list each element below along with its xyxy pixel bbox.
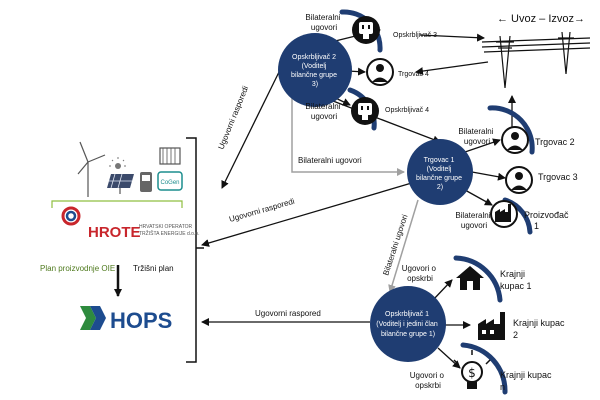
svg-text:CoGen: CoGen: [160, 180, 179, 186]
house-icon: [456, 266, 484, 290]
svg-text:HRVATSKI OPERATOR: HRVATSKI OPERATOR: [139, 224, 193, 230]
svg-text:Opskrbljivač 1 (Voditelj: Opskrbljivač 1 (Voditelj i jedini član b…: [376, 311, 439, 338]
bilateral-contracts-label: Bilateralni ugovori: [455, 211, 492, 230]
bracket: [186, 137, 204, 363]
end-customer1-label: Krajnji kupac 1: [500, 269, 532, 291]
plug-icon: [351, 97, 379, 125]
connection-lines: [114, 27, 516, 369]
hub-trader1: Trgovac 1 (Voditelj bilančne grupe 2): [407, 139, 473, 205]
import-export-label: ← Uvoz – Izvoz→: [497, 13, 585, 25]
hub-supplier2: Opskrbljivač 2 (Voditelj bilančne grupe …: [278, 33, 352, 107]
supply-contracts-label: Ugovori o opskrbi: [402, 264, 438, 283]
supply-contracts-label: Ugovori o opskrbi: [410, 371, 446, 390]
cogen-icon: CoGen: [157, 171, 183, 191]
plug-icon: [352, 16, 380, 44]
end-customer-n-label: Krajnji kupac n: [500, 370, 554, 392]
hub-supplier1: Opskrbljivač 1 (Voditelj i jedini član b…: [370, 286, 446, 362]
power-grid-icon: [481, 31, 591, 89]
trader4-label: Trgovac 4: [398, 71, 429, 78]
curved-arcs: [339, 9, 535, 395]
producer1-label: Proizvođač 1: [524, 210, 571, 231]
bilateral-contracts-label: Bilateralni ugovori: [305, 13, 342, 32]
svg-text:TRŽIŠTA ENERGIJE d.o.o.: TRŽIŠTA ENERGIJE d.o.o.: [139, 229, 199, 237]
renewables-plan-label: Plan proizvodnje OIE: [40, 264, 115, 273]
bilateral-contracts-label: Bilateralni ugovori: [305, 102, 342, 121]
solar-panel-icon: [107, 157, 134, 194]
svg-text:HROTE: HROTE: [88, 224, 141, 241]
bilateral-contracts-line-label: Bilateralni ugovori: [298, 156, 362, 165]
trader-person-icon: [366, 58, 394, 86]
hrote-logo: HROTE HRVATSKI OPERATOR TRŽIŠTA ENERGIJE…: [61, 206, 199, 241]
market-plan-label: Tržišni plan: [133, 264, 174, 273]
supplier4-label: Opskrbljivač 4: [385, 107, 429, 114]
svg-text:HOPS: HOPS: [110, 308, 172, 333]
ev-charger-icon: [140, 172, 152, 192]
trader-person-icon: [505, 166, 533, 194]
renewables-brace: [51, 200, 183, 208]
dam-icon: [159, 147, 181, 165]
factory-icon: [490, 200, 518, 228]
end-customer2-label: Krajnji kupac 2: [513, 318, 567, 340]
factory-icon: [478, 312, 505, 340]
wind-turbine-icon: [77, 141, 106, 197]
hops-logo: HOPS: [80, 306, 172, 333]
svg-text:$: $: [468, 366, 476, 380]
bilateral-contracts-label: Bilateralni ugovori: [458, 127, 495, 146]
lightbulb-icon: $: [453, 350, 491, 389]
svg-text:Opskrbljivač 2 (Voditelj: Opskrbljivač 2 (Voditelj bilančne grupe …: [291, 54, 339, 88]
svg-text:Trgovac 1 (Voditelj: Trgovac 1 (Voditelj bilančne grupe 2): [416, 157, 464, 191]
supplier3-label: Opskrbljivač 3: [393, 32, 437, 39]
contract-schedule-label: Ugovorni raspored: [255, 309, 321, 318]
trader3-label: Trgovac 3: [538, 172, 578, 182]
trader-person-icon: [501, 126, 529, 154]
trader2-label: Trgovac 2: [535, 137, 575, 147]
